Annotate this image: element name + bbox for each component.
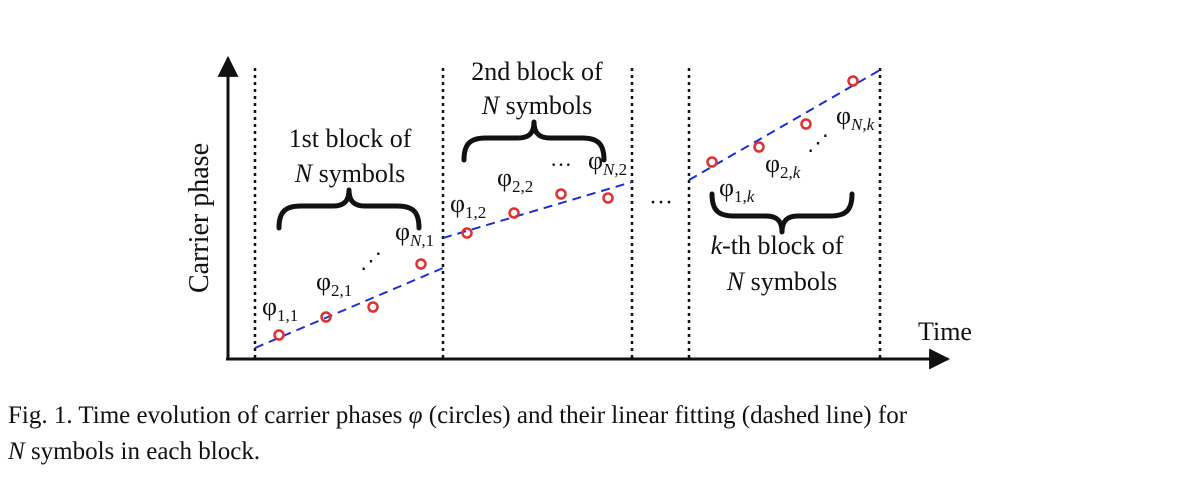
figure-caption: Fig. 1. Time evolution of carrier phases… [8, 398, 1188, 470]
braces [276, 119, 855, 235]
between-blocks-ellipsis: ··· [649, 190, 673, 216]
phase-point [273, 329, 285, 341]
caption-n-variable: N [8, 438, 25, 465]
phase-samples [273, 75, 859, 341]
phase-point [508, 207, 520, 219]
phase-label-n-1: φN,1 [395, 217, 434, 250]
phase-label-1-1: φ1,1 [262, 292, 298, 325]
phase-label-1-2: φ1,2 [450, 189, 486, 222]
block-2-ellipsis: ··· [550, 152, 572, 177]
phase-label-2-k: φ2,k [765, 149, 801, 182]
phase-label-1-k: φ1,k [719, 173, 755, 206]
caption-middle: (circles) and their linear fitting (dash… [422, 402, 908, 429]
y-axis-label: Carrier phase [184, 143, 215, 293]
phase-point [415, 258, 427, 270]
fit-line-block-k [688, 69, 881, 181]
caption-prefix: Fig. 1. Time evolution of carrier phases [8, 402, 409, 429]
phase-point [461, 227, 473, 239]
brace-block-k [709, 191, 855, 235]
block-2-title-line1: 2nd block of [471, 57, 603, 86]
phase-label-2-2: φ2,2 [497, 163, 533, 196]
fit-line-block-2 [442, 181, 633, 239]
block-2-title-line2: N symbols [481, 91, 593, 120]
block-1-ellipsis: ⋰ [360, 248, 382, 273]
x-axis-label: Time [918, 317, 972, 346]
phase-point [602, 192, 614, 204]
phase-label-n-k: φN,k [836, 101, 875, 134]
caption-phi-symbol: φ [408, 402, 423, 429]
phase-point [706, 156, 718, 168]
caption-line2: symbols in each block. [24, 438, 261, 465]
phase-point [753, 141, 765, 153]
block-k-ellipsis: ⋰ [807, 130, 829, 155]
phase-label-n-2: φN,2 [588, 146, 627, 179]
phase-point [847, 75, 859, 87]
block-1-title-line1: 1st block of [289, 124, 412, 153]
phase-label-2-1: φ2,1 [316, 267, 352, 300]
fit-line-block-1 [254, 267, 444, 349]
phase-point [320, 311, 332, 323]
fit-lines [254, 69, 881, 349]
phase-point [555, 188, 567, 200]
brace-block-2 [461, 119, 607, 163]
phase-point [800, 118, 812, 130]
block-1-title-line2: N symbols [294, 159, 406, 188]
brace-block-1 [276, 187, 422, 231]
phase-point [367, 301, 379, 313]
block-k-title-line2: N symbols [726, 267, 838, 296]
block-k-title-line1: k-th block of [711, 231, 844, 260]
